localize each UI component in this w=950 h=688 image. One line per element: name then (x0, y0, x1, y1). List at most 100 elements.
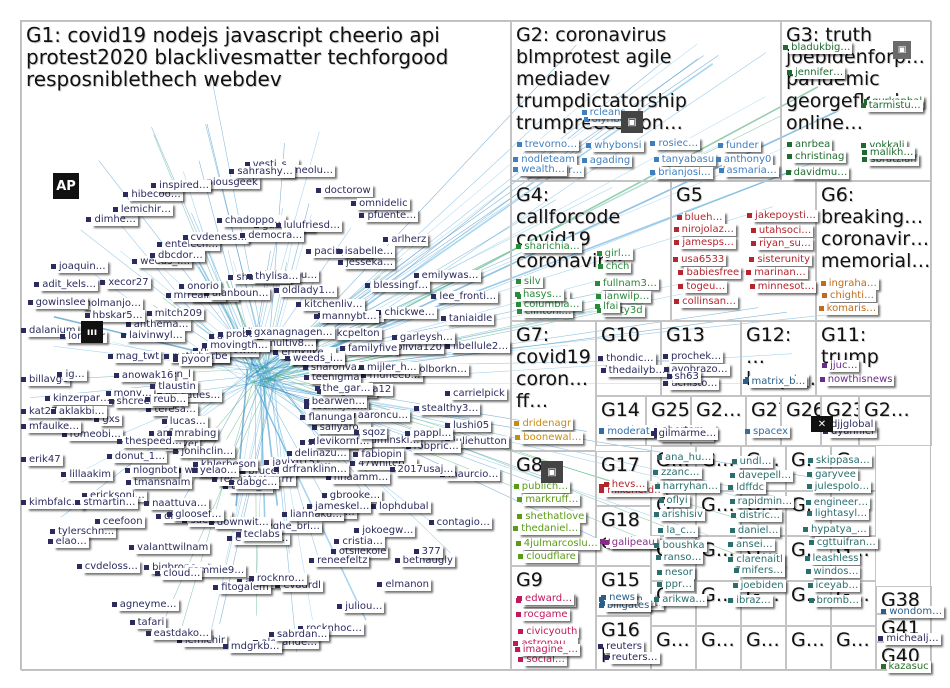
node-marker (678, 269, 684, 275)
node-label: harryhan… (660, 481, 720, 494)
group-g17: G17 (596, 451, 651, 506)
node-marker (240, 233, 246, 239)
node-marker (515, 435, 521, 441)
node-label: minnesot… (755, 280, 817, 293)
group-g1: G1: covid19 nodejs javascript cheerio ap… (21, 21, 511, 671)
node-label: romeobi… (67, 428, 123, 441)
group-title: G15 (601, 569, 640, 591)
node-marker (657, 582, 663, 588)
node-label: lushi05 (451, 419, 492, 432)
node-marker (581, 110, 587, 116)
node-label: valanttwilnam (135, 541, 211, 554)
node-marker (21, 457, 26, 463)
node-marker (820, 280, 826, 286)
node-marker (208, 333, 214, 339)
node-marker (337, 259, 343, 265)
node-marker (731, 513, 737, 519)
node-marker (316, 388, 322, 394)
node-marker (394, 558, 400, 564)
node-label: komaris… (824, 303, 879, 316)
node-label: gowinslee (33, 296, 88, 309)
node-label: elao… (53, 535, 89, 548)
node-marker (286, 451, 292, 457)
node-label: juliehutton (451, 436, 509, 449)
node-marker (391, 334, 397, 340)
node-marker (94, 519, 100, 525)
node-label: laivinwyl… (127, 330, 185, 343)
node-marker (440, 315, 446, 321)
node-label: thedaniel… (519, 523, 581, 536)
node-marker (729, 527, 735, 533)
group-small: G… (696, 626, 741, 671)
node-label: dridenagr (520, 418, 574, 431)
node-label: thespeed… (123, 436, 184, 449)
node-marker (728, 485, 734, 491)
node-label: lophdubal (377, 501, 431, 514)
node-marker (654, 596, 660, 602)
node-marker (246, 329, 251, 335)
node-label: mdgrkb… (228, 641, 282, 654)
node-label: sqoz (360, 426, 388, 439)
group-title: G2… (696, 399, 742, 421)
node-marker (601, 594, 607, 600)
node-label: matrix_b… (749, 376, 808, 389)
node-label: sahrashy… (235, 165, 295, 178)
node-label: gloosef… (173, 509, 224, 521)
node-marker (50, 264, 56, 270)
node-marker (167, 512, 173, 517)
node-marker (302, 364, 308, 370)
node-label: tanyabasu (659, 153, 717, 166)
node-marker (596, 250, 602, 256)
node-marker (595, 304, 601, 310)
node-marker (445, 422, 450, 428)
node-marker (786, 154, 792, 160)
node-marker (149, 252, 155, 258)
node-marker (749, 283, 755, 289)
node-label: thylisa… (253, 271, 301, 284)
node-label: eastdako… (151, 628, 212, 640)
node-label: girl… (602, 247, 633, 260)
node-label: jameskel… (312, 501, 372, 514)
node-label: anthema… (131, 318, 191, 331)
node-marker (100, 280, 106, 286)
node-marker (75, 499, 81, 505)
group-small: G… (831, 626, 876, 671)
node-marker (176, 637, 182, 643)
node-label: agneyme… (117, 598, 179, 611)
node-label: nodleteam (519, 154, 577, 167)
node-marker (240, 469, 246, 475)
node-label: cgttuifran… (814, 537, 878, 550)
node-label: erik47 (27, 454, 63, 467)
node-marker (674, 299, 680, 305)
node-marker (81, 493, 87, 499)
edge (259, 375, 266, 529)
edge (269, 371, 298, 652)
node-label: edward… (523, 592, 575, 605)
node-marker (518, 554, 524, 560)
node-marker (405, 444, 411, 450)
group-g2: G2: coronavirus blmprotest agile mediade… (511, 21, 781, 181)
node-label: marinan… (752, 267, 808, 280)
node-label: kazasuc (886, 661, 931, 674)
group-title: G7: covid19 coron… ff… (516, 324, 591, 412)
group-title: G26 (786, 399, 820, 421)
node-marker (311, 425, 317, 431)
node-marker (334, 538, 340, 544)
group-g5: G5 (671, 181, 816, 321)
node-label: rocgame (521, 608, 570, 621)
node-label: cristia… (340, 535, 385, 548)
node-marker (596, 293, 602, 299)
node-marker (57, 372, 63, 378)
node-marker (516, 309, 522, 314)
node-label: ig… (63, 369, 87, 382)
node-marker (21, 424, 26, 430)
node-marker (264, 459, 270, 465)
node-marker (594, 281, 600, 287)
node-marker (807, 472, 813, 477)
node-marker (166, 431, 172, 437)
edge (251, 167, 801, 379)
node-label: shethatlove (523, 510, 587, 523)
node-label: distric… (737, 510, 783, 523)
node-label: colborkn… (411, 364, 470, 377)
node-label: mannybt… (319, 310, 379, 323)
